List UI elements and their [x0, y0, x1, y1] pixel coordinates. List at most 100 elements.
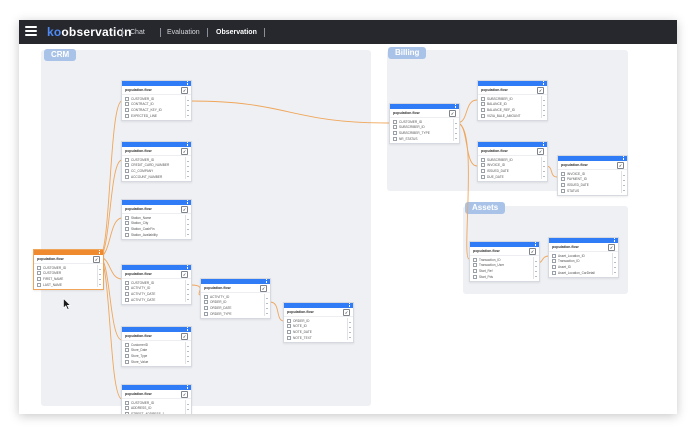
table-field-row[interactable]: INVOICE_ID: [558, 171, 627, 177]
more-options-icon[interactable]: [542, 81, 545, 86]
table-field-row[interactable]: ACTIVITY_ID: [201, 294, 270, 300]
checkbox-icon[interactable]: ✓: [537, 147, 544, 155]
table-field-row[interactable]: Start_Pds: [470, 274, 539, 280]
more-options-icon[interactable]: [186, 327, 189, 332]
field-checkbox-icon[interactable]: [125, 168, 129, 173]
table-field-row[interactable]: Station_Name: [122, 215, 191, 221]
table-field-row[interactable]: STATUS: [558, 188, 627, 194]
field-checkbox-icon[interactable]: [125, 113, 129, 118]
more-options-icon[interactable]: [186, 265, 189, 270]
field-checkbox-icon[interactable]: [393, 119, 397, 124]
field-checkbox-icon[interactable]: [125, 342, 129, 347]
more-options-icon[interactable]: [186, 142, 189, 147]
table-field-row[interactable]: SUBSCRIBER_ID: [478, 157, 547, 163]
table-scrollbar[interactable]: [185, 342, 190, 365]
table-field-row[interactable]: NR_STATUS: [390, 136, 459, 142]
field-checkbox-icon[interactable]: [393, 125, 397, 130]
field-checkbox-icon[interactable]: [473, 263, 477, 268]
field-checkbox-icon[interactable]: [125, 348, 129, 353]
checkbox-icon[interactable]: ✓: [181, 270, 188, 278]
table-field-row[interactable]: CREDIT_CARD_NUMBER: [122, 163, 191, 169]
checkbox-icon[interactable]: ✓: [608, 243, 615, 251]
checkbox-icon[interactable]: ✓: [93, 255, 100, 263]
field-checkbox-icon[interactable]: [37, 282, 41, 287]
table-field-row[interactable]: Transaction_ID: [470, 257, 539, 263]
table-field-row[interactable]: ORDER_ID: [284, 318, 353, 324]
field-checkbox-icon[interactable]: [481, 102, 485, 107]
checkbox-icon[interactable]: ✓: [529, 247, 536, 255]
field-checkbox-icon[interactable]: [561, 177, 565, 182]
table-field-row[interactable]: BALANCE_REF_ID: [478, 107, 547, 113]
table-header-bar[interactable]: [201, 279, 270, 284]
field-checkbox-icon[interactable]: [125, 157, 129, 162]
table-field-row[interactable]: Store_Type: [122, 353, 191, 359]
table-field-row[interactable]: VIZIA_BALE_AMOUNT: [478, 113, 547, 119]
field-checkbox-icon[interactable]: [481, 163, 485, 168]
table-field-row[interactable]: NOTE_DATE: [284, 329, 353, 335]
checkbox-icon[interactable]: ✓: [343, 308, 350, 316]
field-checkbox-icon[interactable]: [125, 411, 129, 414]
field-checkbox-icon[interactable]: [204, 300, 208, 305]
table-header-bar[interactable]: [34, 250, 103, 255]
checkbox-icon[interactable]: ✓: [181, 86, 188, 94]
table-field-row[interactable]: Station_City: [122, 221, 191, 227]
table-header-bar[interactable]: [122, 265, 191, 270]
field-checkbox-icon[interactable]: [393, 136, 397, 141]
table-field-row[interactable]: CC_COMPANY: [122, 168, 191, 174]
field-checkbox-icon[interactable]: [552, 264, 556, 269]
field-checkbox-icon[interactable]: [125, 291, 129, 296]
more-options-icon[interactable]: [186, 81, 189, 86]
field-checkbox-icon[interactable]: [125, 174, 129, 179]
table-scrollbar[interactable]: [185, 96, 190, 119]
more-options-icon[interactable]: [622, 156, 625, 161]
table-scrollbar[interactable]: [533, 257, 538, 280]
field-checkbox-icon[interactable]: [481, 157, 485, 162]
table-field-row[interactable]: ORDER_TYPE: [201, 311, 270, 317]
table-header-bar[interactable]: [478, 142, 547, 147]
table-field-row[interactable]: DUE_DATE: [478, 174, 547, 180]
field-checkbox-icon[interactable]: [473, 274, 477, 279]
field-checkbox-icon[interactable]: [287, 318, 291, 323]
more-options-icon[interactable]: [98, 250, 101, 255]
table-field-row[interactable]: FIRST_NAME: [34, 276, 103, 282]
checkbox-icon[interactable]: ✓: [537, 86, 544, 94]
nav-tab-evaluation[interactable]: Evaluation: [167, 28, 200, 36]
table-scrollbar[interactable]: [453, 119, 458, 142]
table-scrollbar[interactable]: [97, 265, 102, 288]
more-options-icon[interactable]: [613, 238, 616, 243]
field-checkbox-icon[interactable]: [473, 257, 477, 262]
field-checkbox-icon[interactable]: [125, 215, 129, 220]
table-field-row[interactable]: SUBSCRIBER_ID: [390, 125, 459, 131]
field-checkbox-icon[interactable]: [125, 107, 129, 112]
table-field-row[interactable]: ORDER_ID: [201, 300, 270, 306]
table-header-bar[interactable]: [122, 385, 191, 390]
table-field-row[interactable]: Start_Ref: [470, 268, 539, 274]
table-field-row[interactable]: Station_Availability: [122, 232, 191, 238]
table-header-bar[interactable]: [478, 81, 547, 86]
table-scrollbar[interactable]: [541, 96, 546, 119]
table-field-row[interactable]: SUBSCRIBER_ID: [478, 96, 547, 102]
field-checkbox-icon[interactable]: [125, 359, 129, 364]
table-field-row[interactable]: ISSUED_DATE: [558, 182, 627, 188]
field-checkbox-icon[interactable]: [481, 96, 485, 101]
more-options-icon[interactable]: [542, 142, 545, 147]
field-checkbox-icon[interactable]: [561, 182, 565, 187]
table-field-row[interactable]: CUSTOMER_ID: [390, 119, 459, 125]
table-scrollbar[interactable]: [185, 157, 190, 180]
more-options-icon[interactable]: [265, 279, 268, 284]
field-checkbox-icon[interactable]: [125, 400, 129, 405]
table-header-bar[interactable]: [122, 200, 191, 205]
table-field-row[interactable]: EXPECTED_LINE: [122, 113, 191, 119]
table-field-row[interactable]: PAYMENT_ID: [558, 177, 627, 183]
table-field-row[interactable]: Asset_Location_ID: [549, 253, 618, 259]
table-field-row[interactable]: Asset_Location_CarDetail: [549, 270, 618, 276]
table-field-row[interactable]: SUBSCRIBER_TYPE: [390, 130, 459, 136]
table-scrollbar[interactable]: [264, 294, 269, 317]
field-checkbox-icon[interactable]: [552, 253, 556, 258]
